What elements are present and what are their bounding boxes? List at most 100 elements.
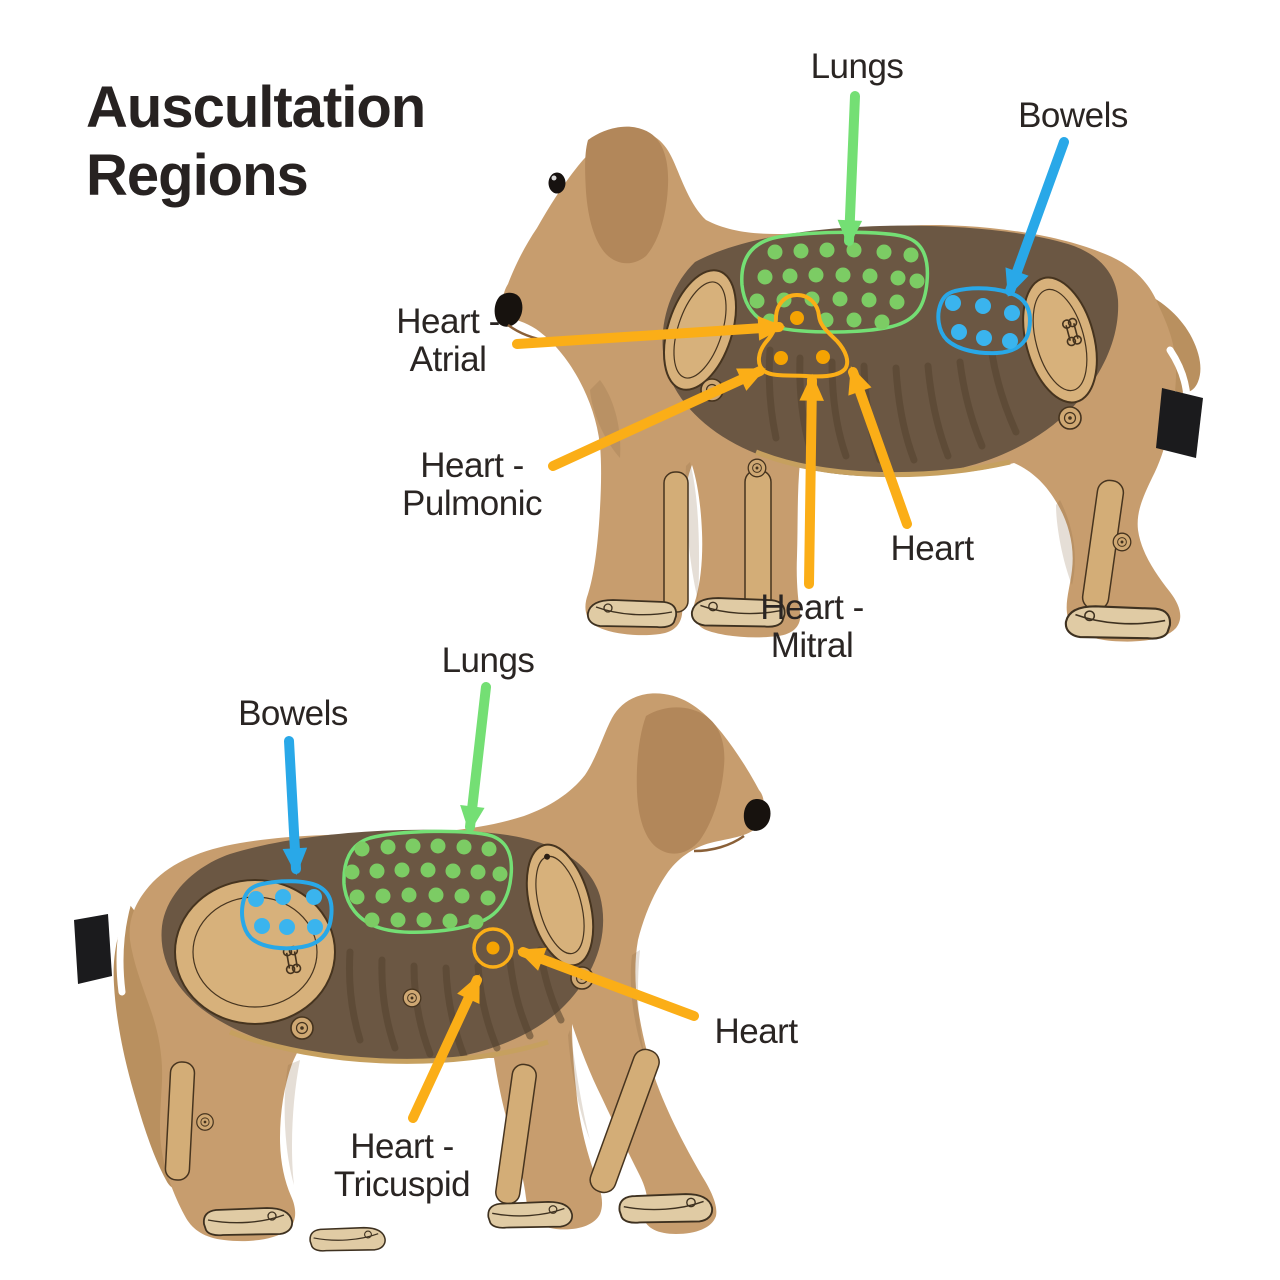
auscultation-dot [279,919,295,935]
auscultation-dot [767,244,783,260]
bottom-dog-strap [74,914,112,984]
auscultation-dot [481,841,497,857]
bottom-dog-illustration [74,693,771,1252]
auscultation-dot [816,350,830,364]
auscultation-dot [782,268,798,284]
auscultation-dot [349,889,365,905]
lungs-region-bottom [342,829,514,935]
auscultation-dot [380,839,396,855]
label-heart-bottom: Heart [714,1012,798,1052]
auscultation-dot [307,919,323,935]
heart-arrow-bottom [517,947,699,1021]
lungs-arrow-top [837,91,863,248]
auscultation-dot [846,312,862,328]
top-dog-cord [1166,346,1191,402]
auscultation-dot [306,889,322,905]
page-title: Auscultation Regions [86,75,426,209]
auscultation-dot [1002,333,1018,349]
auscultation-dot [903,247,919,263]
label-heart-pulmonic: Heart - Pulmonic [402,446,542,523]
bowels-region-bottom [240,879,334,951]
heart-region-bottom [472,927,514,969]
auscultation-dot [275,889,291,905]
auscultation-dot [492,866,508,882]
auscultation-dot [354,841,370,857]
auscultation-dot [369,863,385,879]
bottom-dog-belly-seam [229,1029,549,1064]
auscultation-dot [442,913,458,929]
auscultation-dot [975,298,991,314]
heart-atrial-arrow [512,316,786,349]
auscultation-dot [774,351,788,365]
label-lungs-bottom: Lungs [441,641,535,681]
auscultation-dot [861,292,877,308]
auscultation-dot [428,887,444,903]
label-bowels-bottom: Bowels [238,694,348,734]
auscultation-dot [874,314,890,330]
top-dog-pelvis-panel [1022,276,1098,404]
auscultation-dot [862,268,878,284]
auscultation-dot [890,270,906,286]
bottom-dog-pelvis-panel [174,879,336,1025]
label-lungs-top: Lungs [810,47,904,87]
auscultation-dot [819,242,835,258]
auscultation-dot [254,918,270,934]
heart-arrow-top [848,366,912,529]
auscultation-dot [909,273,925,289]
auscultation-dot [394,862,410,878]
annotation-arrows [282,91,1069,1123]
auscultation-dot [248,891,264,907]
label-heart-tricuspid: Heart - Tricuspid [333,1127,471,1204]
bottom-dog-cord [116,898,132,996]
auscultation-dot [793,243,809,259]
auscultation-dot [430,838,446,854]
auscultation-dot [468,914,484,930]
heart-region-bottom-outline [472,927,514,969]
bowels-arrow-top [1005,137,1069,297]
top-dog-ear [585,126,669,264]
bottom-dog-ear [636,707,725,854]
heart-pulmonic-arrow [548,366,766,471]
label-bowels-top: Bowels [1018,96,1128,136]
auscultation-dot [470,864,486,880]
top-dog-eye [548,172,566,194]
auscultation-dot [364,912,380,928]
auscultation-dot [976,330,992,346]
heart-tricuspid-arrow [408,974,482,1123]
bottom-dog-scapula-panel [525,843,595,967]
bottom-dog-leg-bones [164,1048,660,1205]
auscultation-dot [375,888,391,904]
top-dog-strap [1156,388,1203,458]
bowels-arrow-bottom [282,736,308,876]
auscultation-dot [480,890,496,906]
auscultation-dot [390,912,406,928]
heart-mitral-arrow [799,373,824,589]
label-heart-top: Heart [890,529,974,569]
auscultation-dot [749,293,765,309]
auscultation-dot [401,887,417,903]
bottom-dog-mouth [693,834,745,853]
auscultation-dot [832,291,848,307]
auscultation-dot [835,267,851,283]
auscultation-dot [951,324,967,340]
auscultation-dot [889,294,905,310]
bowels-region-bottom-outline [240,879,334,951]
top-dog-torso-panel [662,225,1119,477]
auscultation-dot [454,888,470,904]
auscultation-dot [790,311,804,325]
auscultation-dot [416,912,432,928]
auscultation-dot [486,941,500,955]
bottom-dog-nose [743,799,771,831]
auscultation-dot [405,838,421,854]
auscultation-dot [945,295,961,311]
auscultation-dot [876,244,892,260]
auscultation-dot [456,839,472,855]
auscultation-dot [757,269,773,285]
bottom-dog-shading [284,950,646,1185]
auscultation-dot [344,864,360,880]
auscultation-dot [1004,305,1020,321]
auscultation-dot [808,267,824,283]
auscultation-dot [445,863,461,879]
